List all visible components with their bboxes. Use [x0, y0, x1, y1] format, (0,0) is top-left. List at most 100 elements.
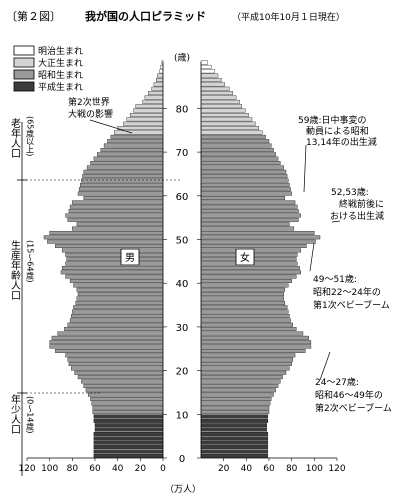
female-bar-age-57 [200, 204, 298, 209]
legend-swatch-showa [13, 69, 35, 80]
male-bar-age-79 [133, 108, 164, 113]
age-tick-label: 60 [176, 192, 189, 203]
female-bar-age-39 [200, 283, 289, 288]
male-bar-age-40 [69, 279, 164, 283]
male-bar-age-60 [77, 191, 164, 196]
male-bar-age-57 [69, 204, 164, 209]
female-bar-age-22 [200, 357, 293, 362]
male-bar-age-38 [76, 287, 164, 292]
age-axis-unit: (歳) [174, 52, 190, 64]
female-bar-age-4 [200, 436, 269, 441]
legend-label-taisho: 大正生まれ [38, 57, 83, 69]
female-bar-age-73 [200, 134, 266, 139]
female-bar-age-12 [200, 401, 271, 406]
x-tick-label: 0 [160, 464, 166, 474]
female-bar-age-10 [200, 410, 270, 415]
female-bar-age-43 [200, 265, 300, 270]
male-bar-age-27 [51, 335, 164, 340]
female-bar-age-7 [200, 423, 267, 428]
male-bar-age-23 [65, 353, 164, 358]
female-bar-age-83 [200, 91, 233, 96]
age-group-labels: 老年人口 (65歳以上) 生産年齢人口 (15～64歳) 年少人口 (0～14歳… [9, 116, 35, 434]
male-bar-age-32 [71, 314, 164, 318]
female-bars [200, 60, 321, 458]
female-bar-age-69 [200, 152, 276, 157]
age-tick-label: 80 [176, 104, 189, 115]
male-bar-age-13 [90, 397, 164, 401]
female-bar-age-0 [200, 453, 269, 458]
male-bar-age-6 [94, 427, 164, 432]
male-label: 男 [125, 252, 135, 264]
x-tick-label: 40 [241, 464, 253, 474]
female-bar-age-55 [200, 213, 301, 218]
male-bar-age-58 [72, 200, 164, 205]
female-bar-age-40 [200, 279, 292, 283]
age-group-brackets [17, 122, 180, 476]
age-group-elderly-label: 老年人口 [9, 117, 21, 158]
female-bar-age-23 [200, 353, 296, 358]
female-bar-age-32 [200, 314, 290, 318]
male-bar-age-34 [73, 305, 164, 310]
male-bar-age-25 [49, 344, 164, 349]
female-bar-age-89 [200, 64, 212, 69]
male-bar-age-62 [80, 182, 164, 187]
female-bar-age-20 [200, 366, 290, 371]
x-tick-label: 80 [286, 464, 298, 474]
male-bar-age-16 [83, 383, 164, 388]
female-bar-age-34 [200, 305, 288, 310]
male-bar-age-81 [142, 99, 164, 104]
female-bar-age-9 [200, 414, 269, 419]
female-bar-age-21 [200, 362, 292, 366]
male-bar-age-42 [60, 270, 164, 275]
male-bar-age-70 [100, 147, 164, 152]
male-bar-age-76 [123, 121, 164, 126]
female-bar-age-5 [200, 432, 269, 436]
female-bar-age-33 [200, 309, 289, 314]
male-bar-age-31 [69, 318, 164, 323]
x-tick-label: 60 [89, 464, 101, 474]
female-bar-age-59 [200, 196, 286, 200]
female-bar-age-53 [200, 222, 290, 227]
male-bar-age-47 [61, 248, 164, 253]
male-bar-age-17 [81, 379, 164, 384]
x-tick-label: 100 [41, 464, 58, 474]
legend-label-heisei: 平成生まれ [38, 81, 83, 93]
female-bar-age-41 [200, 274, 297, 279]
male-bar-age-12 [91, 401, 164, 406]
male-bar-age-46 [65, 252, 164, 257]
age-group-elderly-range: (65歳以上) [26, 116, 35, 156]
annotation-age-52-53: 52,53歳: 終戦前後に おける出生減 [330, 186, 387, 222]
female-bar-age-11 [200, 405, 270, 410]
male-bar-age-36 [76, 296, 164, 301]
male-bar-age-84 [151, 86, 164, 91]
male-bar-age-18 [77, 375, 164, 380]
female-bar-age-62 [200, 182, 290, 187]
male-bar-age-10 [92, 410, 164, 415]
female-bar-age-31 [200, 318, 291, 323]
male-bar-age-20 [71, 366, 164, 371]
male-bar-age-83 [148, 91, 164, 96]
female-bar-age-61 [200, 187, 291, 192]
female-bar-age-8 [200, 418, 269, 423]
male-bar-age-41 [65, 274, 164, 279]
male-bar-age-55 [65, 213, 164, 218]
female-bar-age-82 [200, 95, 237, 100]
female-bar-age-6 [200, 427, 267, 432]
female-bar-age-52 [200, 226, 295, 231]
male-bars [43, 60, 164, 458]
male-bar-age-11 [92, 405, 164, 410]
age-tick-label: 0 [179, 454, 185, 465]
annotation-age-49-51: 49～51歳: 昭和22～24年の 第1次ベビーブーム [313, 273, 390, 311]
female-bar-age-2 [200, 445, 269, 450]
female-bar-age-67 [200, 161, 281, 165]
female-label: 女 [240, 251, 250, 264]
age-group-working-range: (15～64歳) [26, 240, 35, 283]
female-bar-age-38 [200, 287, 286, 292]
male-bar-age-65 [83, 169, 164, 174]
male-bar-age-43 [61, 265, 164, 270]
female-bar-age-77 [200, 117, 253, 122]
male-bar-age-44 [65, 261, 164, 266]
male-bar-age-1 [93, 449, 164, 454]
legend-swatch-meiji [13, 45, 35, 56]
female-bar-age-64 [200, 174, 288, 179]
